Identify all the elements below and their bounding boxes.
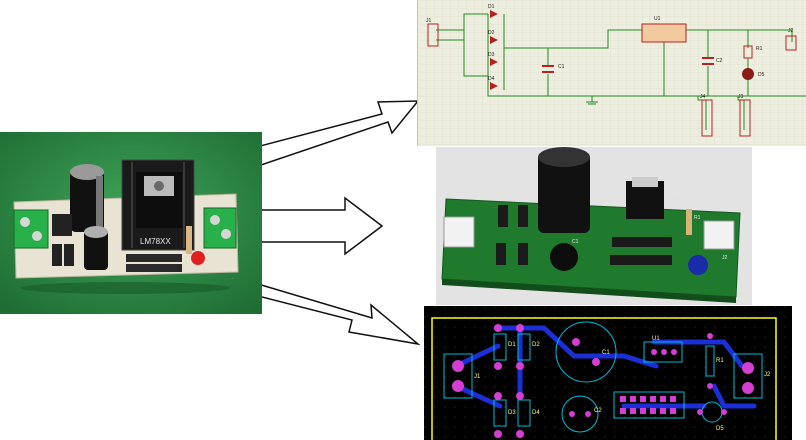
pin-header: [126, 254, 182, 272]
pcb-label-d2: D2: [532, 342, 540, 348]
board-3d-drawing: C1 U1 R1 J2: [441, 147, 741, 303]
terminal-right: [203, 207, 237, 249]
schematic-view: J1 D1 D2 D3 D4 C1 U1 C2 R1 D5 J2 J4 J3: [417, 0, 806, 146]
label-d5: D5: [758, 72, 765, 78]
schematic-drawing: J1 D1 D2 D3 D4 C1 U1 C2 R1 D5 J2 J4 J3: [418, 0, 806, 146]
label-j4: J4: [700, 94, 706, 100]
pcb-layout-view: C1 C2 D1 D2 D3 D4 J1 J2 R1 U1 D5: [424, 306, 792, 440]
pcb-c2-outline: [561, 395, 599, 433]
pcb-label-c2: C2: [594, 408, 602, 414]
pcb-label-j2: J2: [764, 372, 771, 378]
pcb-label-d4: D4: [532, 410, 540, 416]
board-photo: LM78XX: [0, 132, 262, 314]
regulator-marking: LM78XX: [140, 237, 171, 246]
board-3d-render: C1 U1 R1 J2: [436, 147, 752, 305]
render-label-j2: J2: [722, 255, 728, 261]
render-capacitor: [538, 153, 590, 233]
schematic-u1: [641, 23, 687, 43]
arrow-to-schematic: [243, 100, 420, 167]
capacitor-small: [84, 230, 108, 270]
pcb-label-c1: C1: [602, 350, 610, 356]
label-j1: J1: [426, 18, 432, 24]
pcb-label-u1: U1: [652, 336, 660, 342]
render-led: [688, 255, 708, 275]
arrow-to-pcb-layout: [244, 281, 421, 346]
label-d3: D3: [488, 52, 495, 58]
label-c2: C2: [716, 58, 723, 64]
label-j3: J3: [738, 94, 744, 100]
schematic-j1: [427, 23, 439, 47]
pcb-label-r1: R1: [716, 358, 724, 364]
label-c1: C1: [558, 64, 565, 70]
pcb-outline: [431, 317, 777, 440]
arrow-to-3d-render: [257, 196, 384, 256]
led-red: [191, 251, 205, 265]
terminal-left: [13, 209, 49, 249]
label-r1: R1: [756, 46, 763, 52]
render-label-r1: R1: [694, 215, 701, 221]
label-d2: D2: [488, 30, 495, 36]
schematic-j2: [785, 35, 797, 51]
pcb-layout-drawing: C1 C2 D1 D2 D3 D4 J1 J2 R1 U1 D5: [424, 306, 792, 440]
render-regulator: [626, 181, 664, 219]
label-d4: D4: [488, 76, 495, 82]
capacitor-large: [70, 170, 104, 232]
pcb-label-j1: J1: [474, 374, 481, 380]
board-photo-drawing: LM78XX: [0, 132, 262, 314]
schematic-j3: [739, 99, 751, 137]
pcb-label-d5: D5: [716, 426, 724, 432]
pcb-label-d1: D1: [508, 342, 516, 348]
render-label-c1: C1: [572, 239, 579, 245]
schematic-j4: [701, 99, 713, 137]
pcb-label-d3: D3: [508, 410, 516, 416]
label-d1: D1: [488, 4, 495, 10]
render-label-u1: U1: [674, 193, 681, 199]
pcb-c1-outline: [555, 321, 617, 383]
label-u1: U1: [654, 16, 661, 22]
label-j2: J2: [788, 28, 794, 34]
